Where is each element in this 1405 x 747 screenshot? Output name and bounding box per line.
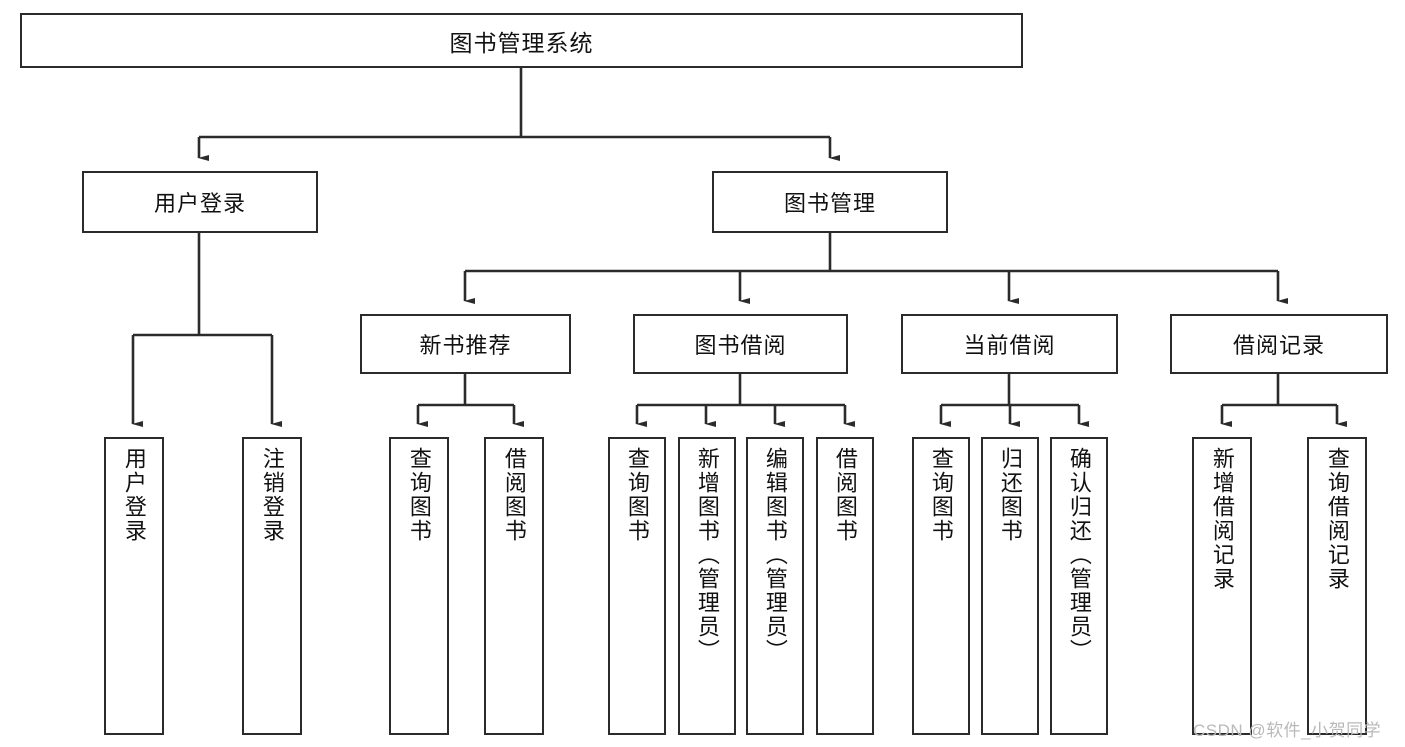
node-label: 图书管理系统 (449, 29, 594, 56)
leaf-current-return-book[interactable]: 归还图书 (981, 437, 1039, 735)
leaf-borrow-borrow-book[interactable]: 借阅图书 (816, 437, 874, 735)
node-label: 新书推荐 (419, 333, 512, 358)
node-label: 注销登录 (259, 447, 285, 543)
leaf-current-query-book[interactable]: 查询图书 (912, 437, 970, 735)
leaf-record-add-borrow-record[interactable]: 新增借阅记录 (1192, 437, 1252, 735)
node-current-borrow[interactable]: 当前借阅 (901, 314, 1118, 374)
node-label: 当前借阅 (963, 333, 1056, 358)
leaf-recommend-query-book[interactable]: 查询图书 (389, 437, 449, 735)
leaf-user-login[interactable]: 用户登录 (104, 437, 164, 735)
node-label: 图书管理 (783, 191, 876, 216)
node-root-system[interactable]: 图书管理系统 (20, 13, 1023, 68)
node-label: 借阅图书 (832, 447, 858, 543)
leaf-record-query-borrow-record[interactable]: 查询借阅记录 (1307, 437, 1367, 735)
node-label: 借阅图书 (501, 447, 527, 543)
node-label: 编辑图书（管理员） (762, 447, 788, 663)
node-label: 查询图书 (624, 447, 650, 543)
node-label: 用户登录 (153, 191, 246, 216)
node-label: 借阅记录 (1232, 333, 1325, 358)
node-borrow-record[interactable]: 借阅记录 (1170, 314, 1388, 374)
node-label: 新增图书（管理员） (694, 447, 720, 663)
leaf-recommend-borrow-book[interactable]: 借阅图书 (484, 437, 544, 735)
node-label: 新增借阅记录 (1209, 447, 1235, 591)
node-book-management[interactable]: 图书管理 (712, 171, 948, 233)
node-user-login[interactable]: 用户登录 (82, 171, 318, 233)
node-label: 查询图书 (928, 447, 954, 543)
leaf-borrow-add-book-admin[interactable]: 新增图书（管理员） (678, 437, 736, 735)
node-book-borrow[interactable]: 图书借阅 (633, 314, 848, 374)
leaf-borrow-edit-book-admin[interactable]: 编辑图书（管理员） (746, 437, 804, 735)
csdn-watermark: CSDN @软件_小贺同学 (1193, 721, 1382, 740)
node-label: 用户登录 (121, 447, 147, 543)
node-label: 图书借阅 (694, 333, 787, 358)
node-new-book-recommend[interactable]: 新书推荐 (360, 314, 571, 374)
leaf-current-confirm-return-admin[interactable]: 确认归还（管理员） (1050, 437, 1108, 735)
node-label: 查询借阅记录 (1324, 447, 1350, 591)
node-label: 归还图书 (997, 447, 1023, 543)
node-label: 确认归还（管理员） (1066, 447, 1092, 663)
leaf-user-logout[interactable]: 注销登录 (242, 437, 302, 735)
node-label: 查询图书 (406, 447, 432, 543)
leaf-borrow-query-book[interactable]: 查询图书 (608, 437, 666, 735)
